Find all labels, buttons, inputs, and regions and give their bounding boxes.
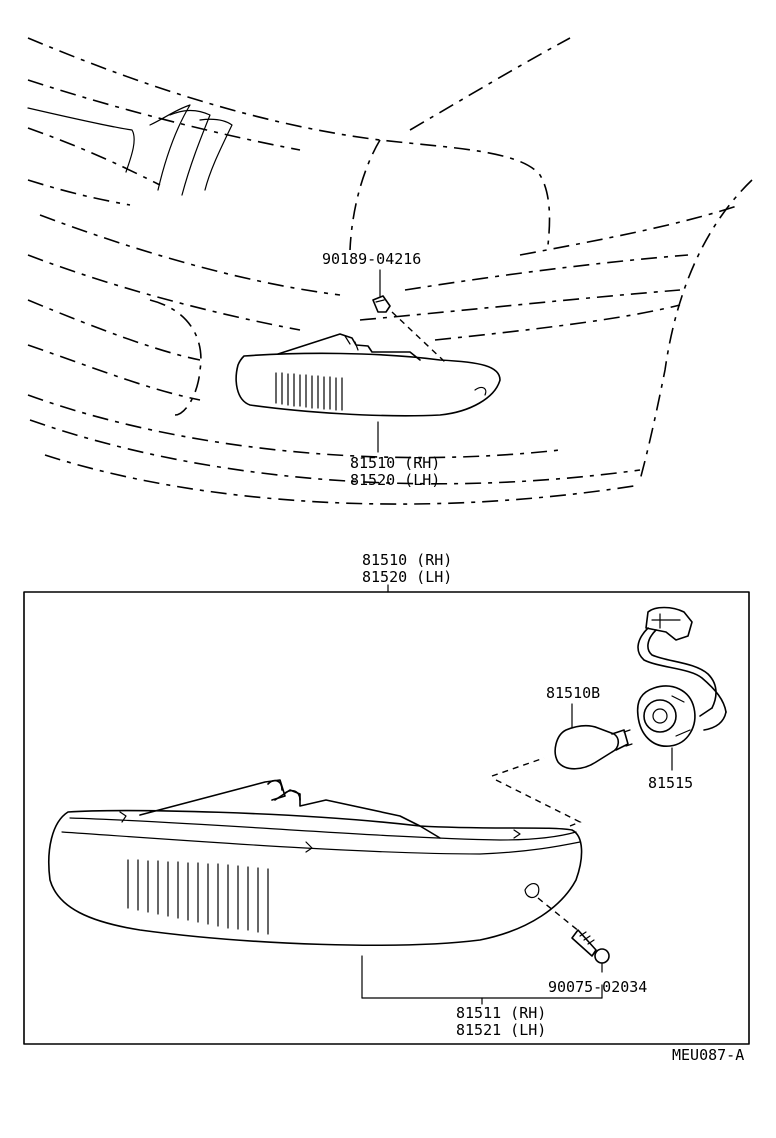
- lamp-lens-ribs: [275, 372, 343, 411]
- lamp-assy-rh-label: 81510 (RH): [350, 454, 440, 472]
- lens-and-housing: [48, 779, 583, 946]
- lamp-assy-lh-label: 81520 (LH): [350, 471, 440, 489]
- side-marker-lamp-installed: [235, 333, 501, 453]
- socket-with-harness: [636, 606, 727, 771]
- exploded-view-frame: [23, 591, 750, 1045]
- bulb-part-number: 81510B: [546, 684, 600, 702]
- clip-callout: 90189-04216: [322, 250, 421, 297]
- screw-part-number: 90075-02034: [548, 978, 647, 996]
- clip-part-number: 90189-04216: [322, 250, 421, 268]
- lens-rh-part-number: 81511 (RH): [456, 1004, 546, 1022]
- lens-callout: [361, 955, 603, 1005]
- box-title-lh: 81520 (LH): [362, 568, 452, 586]
- socket-part-number: 81515: [648, 774, 693, 792]
- bulb: [554, 725, 633, 770]
- hood-edge-lines: [27, 104, 233, 196]
- lens-ribs: [127, 859, 269, 935]
- diagram-code: MEU087-A: [672, 1046, 744, 1064]
- bulb-install-path: [491, 757, 545, 777]
- screw-install-path: [537, 897, 581, 933]
- clip-part: [372, 295, 446, 363]
- box-title-rh: 81510 (RH): [362, 551, 452, 569]
- vehicle-body-outline: [27, 37, 753, 505]
- screw: [571, 929, 610, 973]
- lens-lh-part-number: 81521 (LH): [456, 1021, 546, 1039]
